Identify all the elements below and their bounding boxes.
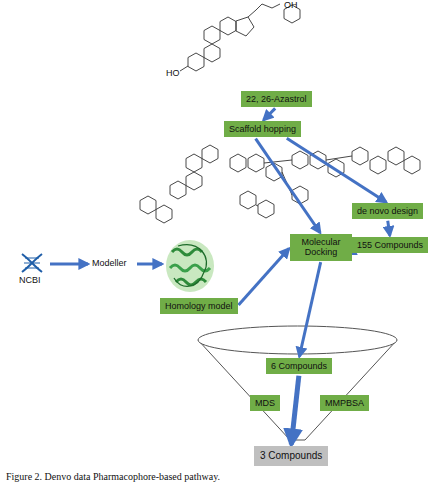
flow-arrow (287, 138, 386, 202)
process-box: 155 Compounds (352, 237, 428, 253)
box-text: Homology model (165, 301, 233, 311)
process-box: 6 Compounds (266, 358, 332, 374)
box-text: 6 Compounds (271, 361, 327, 371)
process-box: de novo design (352, 203, 423, 219)
process-box: MDS (250, 395, 280, 411)
process-box: Molecular Docking (290, 234, 352, 261)
text-label: Modeller (92, 258, 127, 268)
text-label: HO (166, 68, 180, 78)
process-box: 22, 26-Azastrol (241, 91, 312, 107)
box-text: 22, 26-Azastrol (246, 94, 307, 104)
flow-arrow (291, 376, 299, 445)
process-box: Scaffold hopping (224, 121, 301, 137)
flow-arrow (299, 262, 320, 356)
box-text: MDS (255, 398, 275, 408)
arrow (50, 263, 88, 266)
box-text: 3 Compounds (260, 450, 322, 461)
figure-caption: Figure 2. Denvo data Pharmacophore-based… (6, 471, 220, 482)
text-label: OH (284, 0, 298, 10)
box-text: Molecular Docking (301, 237, 340, 257)
scaffold-structures (140, 145, 420, 223)
text-label: NCBI (19, 275, 41, 285)
flow-arrow (388, 221, 390, 236)
box-text: de novo design (357, 206, 418, 216)
process-box: MMPBSA (320, 395, 369, 411)
box-text: Scaffold hopping (229, 124, 296, 134)
ncbi-logo (22, 254, 42, 272)
arrow (137, 263, 162, 266)
box-text: MMPBSA (325, 398, 364, 408)
flow-arrow (264, 108, 276, 120)
process-box: Homology model (160, 298, 238, 314)
protein-model (166, 240, 214, 292)
flow-arrow (239, 248, 289, 305)
box-text: 155 Compounds (357, 240, 423, 250)
process-box: 3 Compounds (254, 446, 328, 466)
steroid-structure (180, 4, 300, 71)
